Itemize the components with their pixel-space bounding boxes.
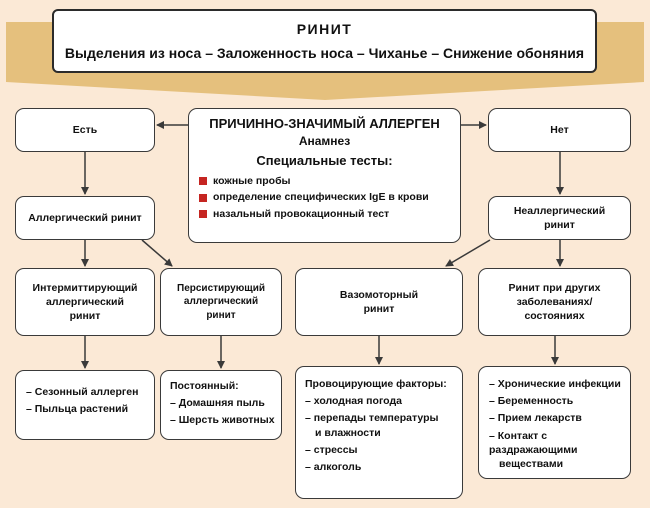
allergen-box: ПРИЧИННО-ЗНАЧИМЫЙ АЛЛЕРГЕН Анамнез Специ… xyxy=(188,108,461,243)
list-item: – стрессы xyxy=(305,443,358,456)
intermittent-label: Интермиттирующий аллергический ринит xyxy=(32,281,138,323)
anamnesis-label: Анамнез xyxy=(298,133,351,148)
list-item: – Домашняя пыль xyxy=(170,397,265,410)
persistent-details-title: Постоянный: xyxy=(170,380,239,392)
connector-nonallergic-vasomotor xyxy=(445,239,491,267)
persistent-box: Персистирующий аллергический ринит xyxy=(160,268,282,336)
yes-label: Есть xyxy=(72,123,98,136)
red-square-bullet-icon xyxy=(199,177,207,186)
other-details-box: – Хронические инфекции – Беременность – … xyxy=(478,366,631,479)
seasonal-box: – Сезонный аллерген – Пыльца растений xyxy=(15,370,155,440)
test-item: кожные пробы xyxy=(199,174,429,188)
intermittent-box: Интермиттирующий аллергический ринит xyxy=(15,268,155,336)
seasonal-list: – Сезонный аллерген – Пыльца растений xyxy=(26,385,138,419)
persistent-details-box: Постоянный: – Домашняя пыль – Шерсть жив… xyxy=(160,370,282,440)
symptoms-line: Выделения из носа – Заложенность носа – … xyxy=(64,44,585,61)
other-conditions-box: Ринит при других заболеваниях/ состояния… xyxy=(478,268,631,336)
persistent-details-list: – Домашняя пыль – Шерсть животных xyxy=(170,396,275,430)
diagram-title: РИНИТ xyxy=(296,20,353,37)
tests-list: кожные пробы определение специфических I… xyxy=(199,172,429,223)
factors-title: Провоцирующие факторы: xyxy=(305,378,447,390)
nonallergic-rhinitis-label: Неаллергический ринит xyxy=(513,204,606,231)
nonallergic-rhinitis-box: Неаллергический ринит xyxy=(488,196,631,240)
list-item: веществами xyxy=(499,457,564,470)
persistent-label: Персистирующий аллергический ринит xyxy=(177,282,265,321)
list-item: – холодная погода xyxy=(305,395,402,408)
vasomotor-box: Вазомоторный ринит xyxy=(295,268,463,336)
other-conditions-label: Ринит при других заболеваниях/ состояния… xyxy=(508,281,601,323)
no-box: Нет xyxy=(488,108,631,152)
list-item: – Шерсть животных xyxy=(170,414,275,427)
list-item: – Прием лекарств xyxy=(489,412,582,425)
test-label: назальный провокационный тест xyxy=(213,207,390,220)
test-item: назальный провокационный тест xyxy=(199,207,429,221)
test-item: определение специфических IgE в крови xyxy=(199,190,429,204)
list-item: и влажности xyxy=(315,426,381,439)
red-square-bullet-icon xyxy=(199,193,207,202)
factors-box: Провоцирующие факторы: – холодная погода… xyxy=(295,366,463,499)
list-item: – перепады температуры xyxy=(305,412,439,425)
list-item: – алкоголь xyxy=(305,460,362,473)
tests-title: Специальные тесты: xyxy=(256,152,393,168)
list-item: – Беременность xyxy=(489,395,574,408)
allergen-heading: ПРИЧИННО-ЗНАЧИМЫЙ АЛЛЕРГЕН xyxy=(209,116,440,131)
test-label: определение специфических IgE в крови xyxy=(213,191,429,204)
list-item: – Хронические инфекции xyxy=(489,378,621,390)
connector-allergic-persistent xyxy=(141,239,173,267)
list-item: – Контакт с раздражающими xyxy=(489,429,578,456)
other-details-list: – Хронические инфекции – Беременность – … xyxy=(489,377,630,474)
title-box: РИНИТ Выделения из носа – Заложенность н… xyxy=(52,9,597,73)
red-square-bullet-icon xyxy=(199,209,207,218)
vasomotor-label: Вазомоторный ринит xyxy=(339,288,419,315)
list-item: – Сезонный аллерген xyxy=(26,386,139,398)
test-label: кожные пробы xyxy=(213,175,291,188)
list-item: – Пыльца растений xyxy=(26,403,129,416)
allergic-rhinitis-box: Аллергический ринит xyxy=(15,196,155,240)
allergic-rhinitis-label: Аллергический ринит xyxy=(28,211,142,224)
yes-box: Есть xyxy=(15,108,155,152)
factors-list: – холодная погода – перепады температуры… xyxy=(305,394,438,477)
no-label: Нет xyxy=(550,123,569,136)
